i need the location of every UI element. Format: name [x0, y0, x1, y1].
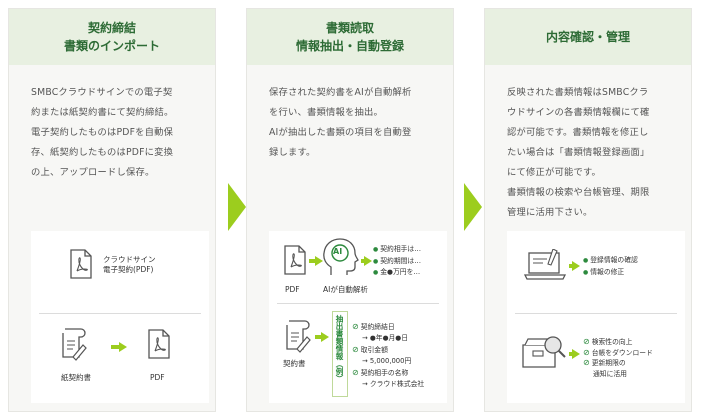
pdf-label: PDF: [150, 373, 165, 382]
desc-line: 書類情報の検索や台帳管理、期限: [507, 187, 650, 198]
flow-arrow-icon: [315, 256, 323, 266]
step-header: 内容確認・管理: [485, 9, 691, 65]
extract-label-box: 抽出書類情報（例）: [332, 311, 348, 397]
extract-list: 契約締結日 → ●年●月●日 取引金額 → 5,000,000円 契約相手の名称…: [352, 321, 425, 390]
flow-arrow-icon: [572, 349, 580, 359]
extract-item: 契約締結日: [352, 321, 424, 333]
desc-line: 存、紙契約したものはPDFに変換: [31, 147, 174, 158]
search-folder-icon: [522, 336, 566, 368]
pdf-file-icon: [284, 245, 306, 275]
benefit-item: 検索性の向上: [583, 337, 653, 348]
desc-line: 管理に活用下さい。: [507, 207, 593, 218]
desc-line: 録します。: [269, 147, 316, 158]
desc-line: の上、アップロードし保存。: [31, 167, 155, 178]
divider: [515, 313, 677, 314]
flow-arrow-bar: [309, 259, 315, 263]
benefit-item: 通知に活用: [593, 369, 627, 378]
step-title-line: 情報抽出・自動登録: [295, 39, 404, 53]
flow-arrow-icon: [364, 256, 372, 266]
pdf-label: PDF: [285, 285, 300, 294]
step-card-import: 契約締結 書類のインポート SMBCクラウドサインでの電子契 約または紙契約書に…: [8, 8, 216, 412]
extract-item: 契約相手の名称: [352, 367, 424, 379]
ai-badge: AI: [333, 247, 343, 256]
desc-line: AIが抽出した書類の項目を自動登: [269, 127, 412, 138]
desc-line: SMBCクラウドサインでの電子契: [31, 87, 173, 98]
step-card-manage: 内容確認・管理 反映された書類情報はSMBCクラ ウドサインの各書類情報欄にて確…: [484, 8, 692, 412]
step-arrow-icon: [228, 183, 246, 231]
laptop-edit-icon: [523, 249, 567, 280]
flow-arrow-icon: [572, 261, 580, 271]
flow-arrow-bar: [315, 335, 321, 339]
desc-line: にて修正が可能です。: [507, 167, 602, 178]
desc-line: 保存された契約書をAIが自動解析: [269, 87, 412, 98]
extract-illustration: PDF AI AIが自動解析 契約相手は… 契約期間は… 金●万円を… 契約書 …: [269, 231, 447, 403]
divider: [277, 303, 439, 304]
ai-bullet: 契約期間は…: [373, 256, 421, 268]
epdf-label: クラウドサイン 電子契約(PDF): [103, 255, 156, 274]
flow-arrow-bar: [361, 259, 365, 263]
ai-label: AIが自動解析: [323, 285, 368, 294]
benefit-item: 更新期限の: [583, 358, 653, 369]
check-item: 情報の修正: [583, 267, 638, 279]
contract-label: 契約書: [283, 359, 306, 368]
paper-contract-icon: [286, 320, 311, 353]
flow-arrow-bar: [569, 352, 573, 356]
step-description: SMBCクラウドサインでの電子契 約または紙契約書にて契約締結。 電子契約したも…: [31, 83, 203, 183]
step-header: 書類読取 情報抽出・自動登録: [247, 9, 453, 65]
paper-label: 紙契約書: [61, 373, 91, 382]
extract-value: → ●年●月●日: [362, 334, 409, 342]
check-list: 登録情報の確認 情報の修正: [583, 255, 638, 278]
convert-arrow-bar: [111, 345, 119, 349]
benefit-list: 検索性の向上 台帳をダウンロード 更新期限の 通知に活用: [583, 337, 653, 379]
desc-line: を行い、書類情報を抽出。: [269, 107, 383, 118]
ai-bullet: 金●万円を…: [373, 267, 421, 279]
step-description: 反映された書類情報はSMBCクラ ウドサインの各書類情報欄にて確 認が可能です。…: [507, 83, 679, 223]
extract-item: 取引金額: [352, 344, 424, 356]
ai-head-icon: [323, 238, 359, 275]
check-item: 登録情報の確認: [583, 255, 638, 267]
benefit-item: 台帳をダウンロード: [583, 348, 653, 359]
paper-contract-icon: [62, 328, 87, 361]
step-title-line: 書類読取: [325, 21, 374, 35]
step-title-line: 書類のインポート: [63, 39, 160, 53]
desc-line: たい場合は「書類情報登録画面」: [507, 147, 650, 158]
extract-value: → クラウド株式会社: [362, 380, 425, 388]
vertical-label: 抽出書類情報（例）: [335, 315, 344, 383]
step-header: 契約締結 書類のインポート: [9, 9, 215, 65]
desc-line: 約または紙契約書にて契約締結。: [31, 107, 174, 118]
step-arrow-icon: [464, 183, 482, 231]
step-card-extract: 書類読取 情報抽出・自動登録 保存された契約書をAIが自動解析 を行い、書類情報…: [246, 8, 454, 412]
convert-arrow-icon: [119, 342, 127, 352]
step-title-line: 契約締結: [87, 21, 136, 35]
flow-arrow-icon: [321, 332, 329, 342]
pdf-file-icon: [148, 329, 170, 359]
extract-value: → 5,000,000円: [362, 357, 412, 365]
desc-line: 電子契約したものはPDFを自動保: [31, 127, 174, 138]
import-illustration: クラウドサイン 電子契約(PDF) 紙契約書 PDF: [31, 231, 209, 403]
manage-illustration: 登録情報の確認 情報の修正 検索性の向上 台帳をダウンロード 更新期限の 通知に…: [507, 231, 685, 403]
step-title-line: 内容確認・管理: [545, 30, 630, 44]
step-description: 保存された契約書をAIが自動解析 を行い、書類情報を抽出。 AIが抽出した書類の…: [269, 83, 441, 163]
flow-arrow-bar: [569, 264, 573, 268]
desc-line: ウドサインの各書類情報欄にて確: [507, 107, 650, 118]
pdf-file-icon: [70, 249, 92, 279]
ai-bullet-list: 契約相手は… 契約期間は… 金●万円を…: [373, 244, 421, 279]
divider: [39, 313, 201, 314]
desc-line: 反映された書類情報はSMBCクラ: [507, 87, 649, 98]
desc-line: 認が可能です。書類情報を修正し: [507, 127, 649, 138]
ai-bullet: 契約相手は…: [373, 244, 421, 256]
